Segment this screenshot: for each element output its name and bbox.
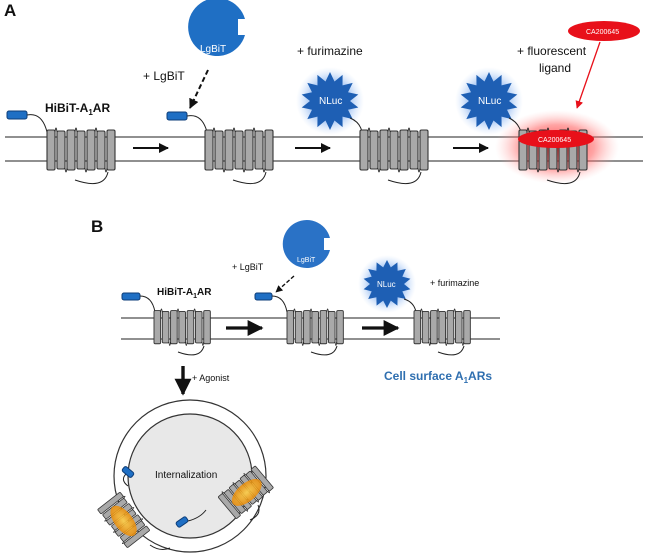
panel-b-hibit-tag-2 <box>254 292 288 313</box>
panel-a-label: A <box>4 1 16 20</box>
panel-a-lgbit-dashed-arrow <box>189 69 209 109</box>
panel-b-nluc-name: NLuc <box>377 280 396 289</box>
panel-b-furimazine-step: + furimazine <box>430 278 479 288</box>
panel-b-receptor-2 <box>286 308 344 356</box>
panel-b-lgbit-shape <box>282 220 331 268</box>
panel-b-receptor-1 <box>153 308 211 356</box>
panel-a-fluorescent-step-line2: ligand <box>539 61 571 75</box>
panel-a-receptor-1 <box>46 127 116 185</box>
panel-a-lgbit-step: + LgBiT <box>143 69 185 83</box>
panel-b-nluc-burst <box>358 255 416 313</box>
panel-a-bound-ligand-name: CA200645 <box>538 137 571 144</box>
panel-a-nluc-burst-2 <box>455 67 523 135</box>
panel-a-lgbit-shape <box>188 0 246 56</box>
panel-a-free-ligand <box>568 21 640 41</box>
panel-b-internalization-label: Internalization <box>155 470 217 481</box>
panel-b-label: B <box>91 217 103 236</box>
panel-a-receptor-3 <box>359 127 429 185</box>
panel-b-hibit-tag-1 <box>121 292 156 313</box>
panel-a-hibit-tag-1 <box>6 110 48 133</box>
panel-a-receptor-2 <box>204 127 274 185</box>
panel-b-lgbit-name: LgBiT <box>297 257 316 264</box>
panel-b-lgbit-step: + LgBiT <box>232 262 264 272</box>
panel-b-lgbit-dashed-arrow <box>275 275 295 293</box>
panel-a-furimazine-step: + furimazine <box>297 44 363 58</box>
panel-a-fluorescent-step-line1: + fluorescent <box>517 44 587 58</box>
panel-b-internal-receptor-left <box>95 466 171 550</box>
panel-b-construct-label: HiBiT-A1AR <box>157 287 212 300</box>
panel-a-ligand-arrow <box>575 41 601 109</box>
panel-a-bound-ligand <box>518 130 594 148</box>
panel-a-hibit-tag-2 <box>166 111 208 133</box>
panel-b-surface-label: Cell surface A1ARs <box>384 369 492 385</box>
panel-a-free-ligand-name: CA200645 <box>586 29 619 36</box>
panel-a-nluc-name-2: NLuc <box>478 96 501 107</box>
panel-a-receptor-4 <box>518 127 588 185</box>
panel-a-lgbit-name: LgBiT <box>200 44 226 55</box>
panel-a-construct-label: HiBiT-A1AR <box>45 101 110 117</box>
panel-a-nluc-burst-1 <box>296 67 364 135</box>
panel-b-internal-receptor-right <box>175 464 275 528</box>
panel-b-receptor-3 <box>413 308 471 356</box>
panel-a-nluc-name-1: NLuc <box>319 96 342 107</box>
panel-b-agonist-step: + Agonist <box>192 373 230 383</box>
